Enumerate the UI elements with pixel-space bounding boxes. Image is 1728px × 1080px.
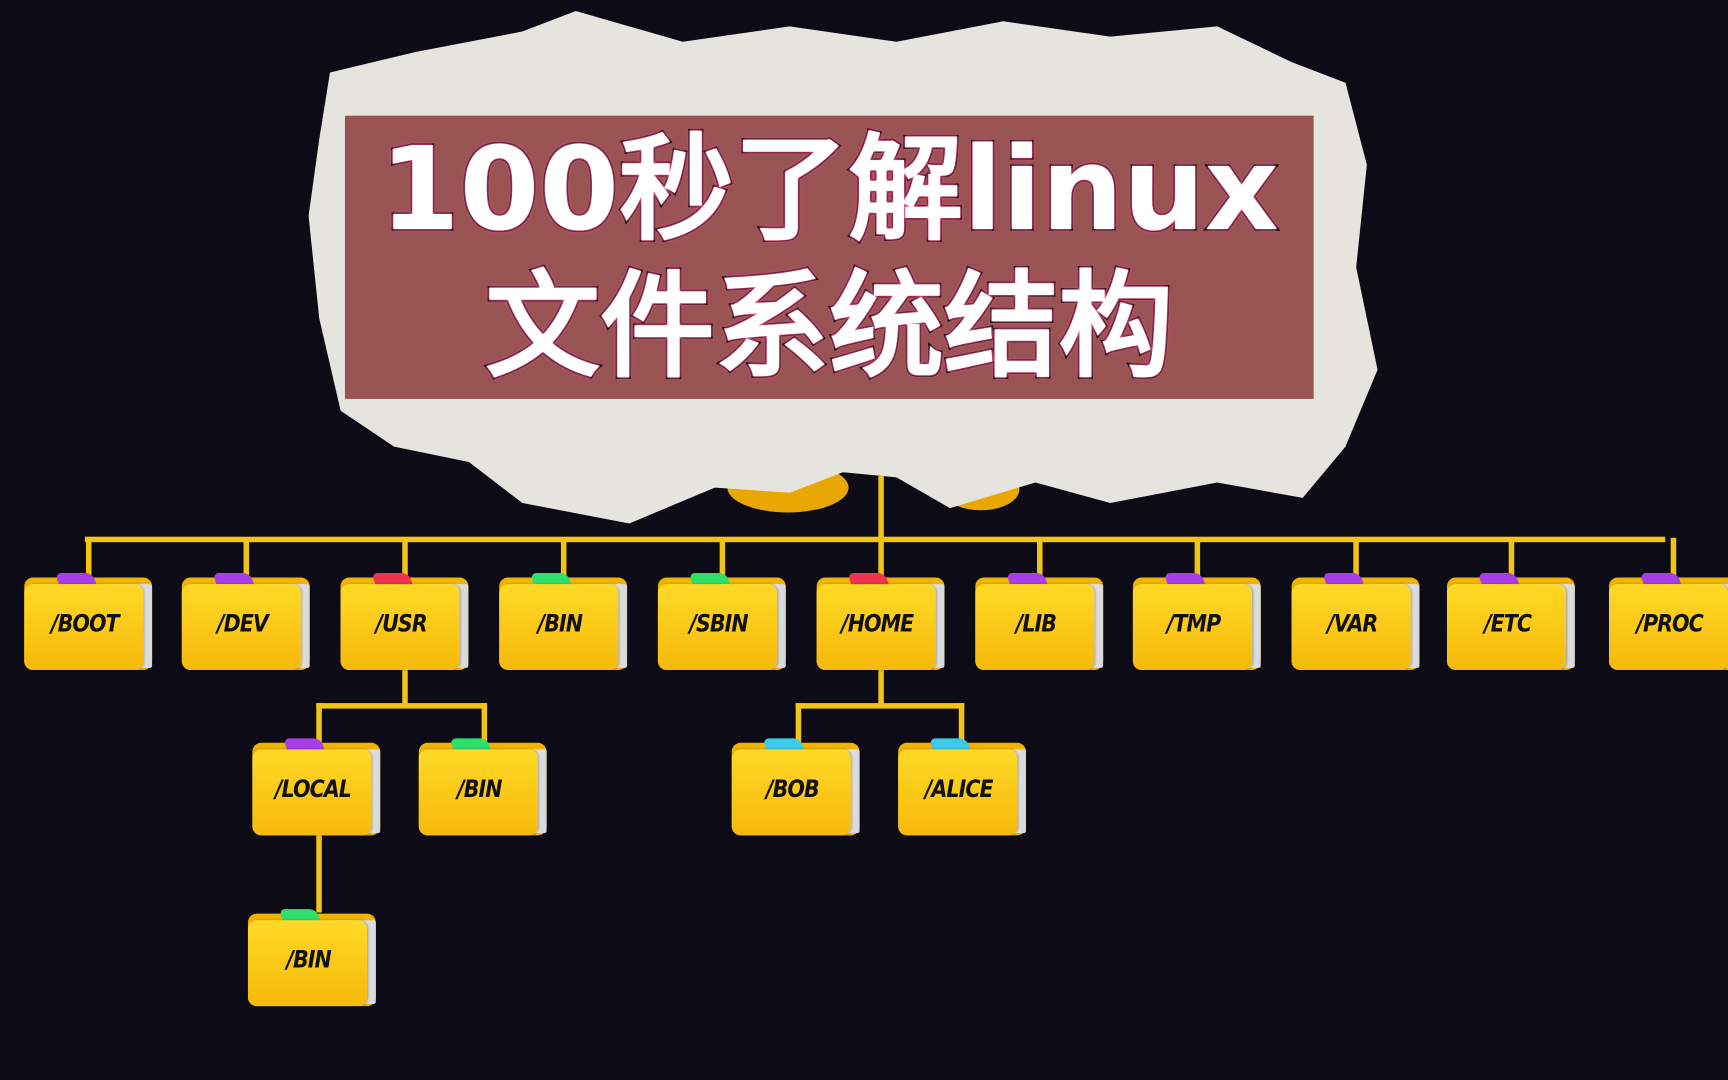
folder-boot[interactable]: /BOOT — [24, 573, 154, 671]
folder-label: /LIB — [1015, 610, 1057, 639]
folder-etc[interactable]: /ETC — [1446, 573, 1577, 671]
folder-label: /DEV — [216, 610, 269, 639]
folder-icon — [1446, 584, 1566, 671]
folder-label: /ETC — [1484, 610, 1532, 639]
title-line-1: 100秒了解linux — [378, 122, 1280, 258]
folder-icon — [898, 749, 1018, 836]
connector-drop — [1194, 537, 1201, 578]
folder-alice[interactable]: /ALICE — [898, 738, 1028, 836]
folder-icon — [24, 584, 144, 671]
folder-label: /LOCAL — [274, 775, 352, 804]
folder-label: /PROC — [1636, 610, 1703, 639]
folder-label: /VAR — [1327, 610, 1378, 639]
connector-bob — [795, 703, 802, 743]
connector-drop — [1670, 537, 1677, 578]
folder-local[interactable]: /LOCAL — [252, 738, 382, 836]
folder-icon — [816, 584, 936, 671]
folder-home[interactable]: /HOME — [816, 573, 947, 671]
connector-home-branch — [795, 703, 965, 709]
folder-label: /USR — [375, 610, 428, 639]
folder-var[interactable]: /VAR — [1291, 573, 1422, 671]
connector-drop — [719, 537, 726, 578]
folder-icon — [181, 584, 301, 671]
title-line-2: 文件系统结构 — [484, 258, 1175, 394]
folder-icon — [247, 920, 367, 1007]
folder-usr[interactable]: /USR — [340, 573, 471, 671]
folder-icon — [1132, 584, 1252, 671]
connector-drop — [560, 537, 567, 578]
folder-label: /BIN — [457, 775, 502, 804]
folder-icon — [499, 584, 619, 671]
connector-drop — [878, 537, 884, 578]
folder-icon — [252, 749, 372, 836]
folder-icon — [418, 749, 538, 836]
connector-usr-branch — [316, 703, 488, 709]
connector-usr — [402, 667, 408, 708]
folder-icon — [1291, 584, 1411, 671]
folder-label: /ALICE — [924, 775, 994, 804]
folder-label: /BOOT — [51, 610, 120, 639]
folder-label: /SBIN — [689, 610, 748, 639]
connector-drop — [85, 537, 92, 578]
folder-icon — [657, 584, 777, 671]
folder-label: /BIN — [286, 946, 331, 975]
title-box — [344, 115, 1314, 399]
folder-sbin[interactable]: /SBIN — [657, 573, 788, 671]
folder-tmp[interactable]: /TMP — [1132, 573, 1263, 671]
connector-drop — [402, 537, 408, 578]
connector-root-branch — [84, 536, 1666, 543]
connector-drop — [1353, 537, 1359, 578]
folder-bin[interactable]: /BIN — [499, 573, 629, 671]
connector-home — [878, 667, 884, 708]
folder-bin[interactable]: /BIN — [418, 738, 549, 836]
connector-drop — [243, 537, 250, 578]
folder-bob[interactable]: /BOB — [731, 738, 862, 836]
connector-drop — [1037, 537, 1043, 578]
folder-icon — [340, 584, 460, 671]
connector-local — [316, 703, 322, 743]
folder-dev[interactable]: /DEV — [181, 573, 312, 671]
folder-bin[interactable]: /BIN — [247, 909, 378, 1007]
folder-icon — [1608, 584, 1728, 671]
folder-lib[interactable]: /LIB — [975, 573, 1105, 671]
connector-drop — [1508, 537, 1515, 578]
folder-icon — [975, 584, 1095, 671]
folder-label: /TMP — [1166, 610, 1221, 639]
folder-label: /BOB — [766, 775, 820, 804]
folder-label: /BIN — [537, 610, 583, 639]
folder-label: /HOME — [841, 610, 914, 639]
connector-root — [878, 476, 884, 543]
connector-local-bin — [316, 835, 322, 913]
connector-alice — [958, 703, 965, 743]
connector-usr-bin — [481, 703, 488, 743]
folder-icon — [731, 749, 851, 836]
folder-proc[interactable]: /PROC — [1608, 573, 1728, 671]
